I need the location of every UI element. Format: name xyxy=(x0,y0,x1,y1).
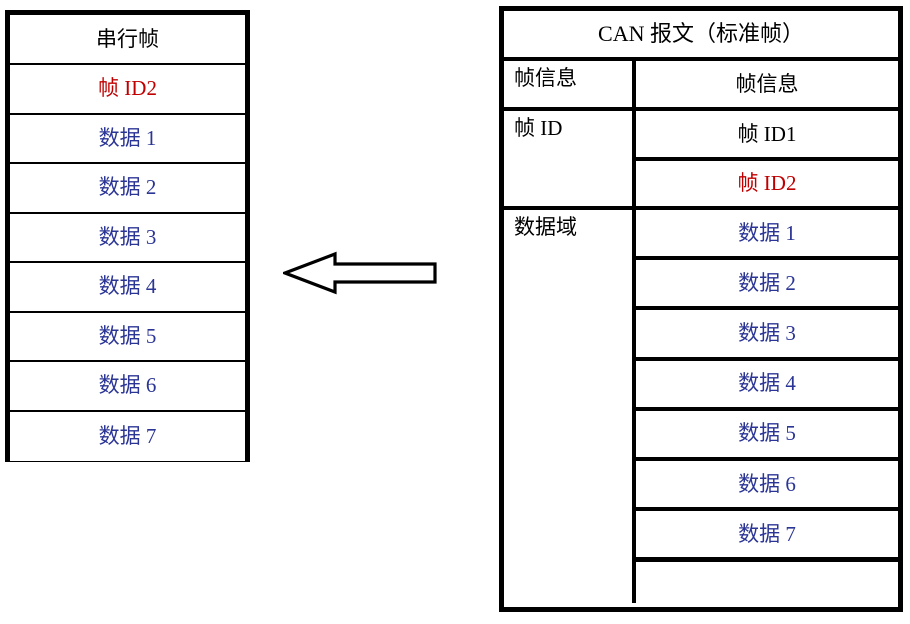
left-arrow-shape xyxy=(283,251,437,295)
can-field-frame-id2: 帧 ID2 xyxy=(636,161,898,210)
serial-frame-row-data-3: 数据 3 xyxy=(10,213,245,263)
can-field-empty xyxy=(636,561,898,603)
can-message-group-column: 帧信息 帧 ID 数据域 xyxy=(504,61,636,603)
serial-frame-header: 串行帧 xyxy=(10,15,245,65)
can-field-data-3: 数据 3 xyxy=(636,310,898,361)
serial-frame-row-data-1: 数据 1 xyxy=(10,114,245,164)
can-field-data-6: 数据 6 xyxy=(636,460,898,512)
can-field-frame-id1: 帧 ID1 xyxy=(636,111,898,161)
can-field-data-7: 数据 7 xyxy=(636,511,898,562)
left-arrow-icon xyxy=(283,251,437,295)
can-field-data-5: 数据 5 xyxy=(636,410,898,461)
can-group-frame-info: 帧信息 xyxy=(504,61,632,111)
serial-frame-row-data-7: 数据 7 xyxy=(10,411,245,461)
can-group-data-field: 数据域 xyxy=(504,210,632,603)
serial-frame-row-data-4: 数据 4 xyxy=(10,263,245,313)
serial-frame-table: 串行帧 帧 ID2 数据 1 数据 2 数据 3 数据 4 数据 5 数据 6 … xyxy=(5,10,250,462)
can-field-data-4: 数据 4 xyxy=(636,360,898,411)
serial-frame-row-frame-id2: 帧 ID2 xyxy=(10,65,245,115)
can-field-data-1: 数据 1 xyxy=(636,210,898,261)
serial-frame-row-data-6: 数据 6 xyxy=(10,362,245,412)
serial-frame-row-data-5: 数据 5 xyxy=(10,312,245,362)
can-field-frame-info: 帧信息 xyxy=(636,61,898,111)
can-field-data-2: 数据 2 xyxy=(636,260,898,311)
can-message-header: CAN 报文（标准帧） xyxy=(504,11,898,61)
can-group-frame-id: 帧 ID xyxy=(504,111,632,210)
can-message-field-column: 帧信息 帧 ID1 帧 ID2 数据 1 数据 2 数据 3 数据 4 数据 5… xyxy=(636,61,898,603)
can-message-table: CAN 报文（标准帧） 帧信息 帧 ID 数据域 帧信息 帧 ID1 帧 ID2… xyxy=(499,6,903,612)
can-message-body: 帧信息 帧 ID 数据域 帧信息 帧 ID1 帧 ID2 数据 1 数据 2 数… xyxy=(504,61,898,603)
serial-frame-row-data-2: 数据 2 xyxy=(10,164,245,214)
